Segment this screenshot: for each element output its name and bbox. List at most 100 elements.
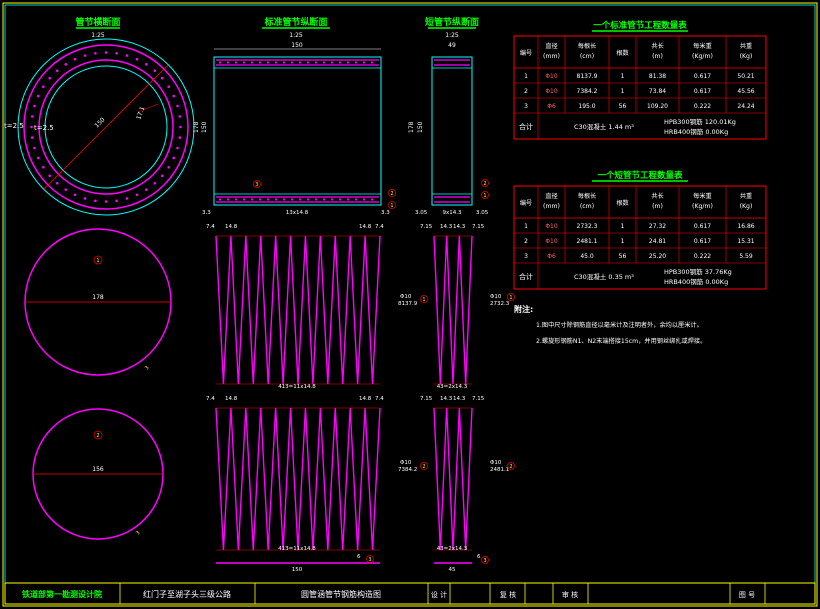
section-dot: [282, 198, 286, 201]
short-h1: 178: [408, 121, 415, 133]
standard-table-header: (Kg/m): [692, 53, 713, 60]
rebar-dot: [30, 136, 34, 139]
spiral-n2-short: [433, 407, 473, 551]
short2-callout-d: Φ10: [490, 460, 502, 466]
rebar-dot: [144, 188, 148, 191]
standard-marker-3-text: 3: [255, 182, 258, 188]
rebar-dot: [167, 85, 170, 89]
standard-table-concrete: C30混凝土 1.44 m³: [574, 122, 634, 131]
section-dot: [274, 61, 278, 64]
spiral-n2-standard: [215, 407, 381, 551]
spiral-n1-dim-right2: 14.8: [359, 224, 372, 230]
standard-table-total-label: 合计: [519, 122, 533, 131]
short1-marker: [507, 293, 515, 301]
short2-dim-right: 7.15: [472, 396, 485, 402]
section-dot: [274, 198, 278, 201]
standard-table-cell: 24.24: [737, 103, 754, 110]
short-section-title: 短管节纵断面: [425, 16, 479, 28]
short-table-header: 每米重: [693, 192, 712, 200]
section-dot: [266, 61, 270, 64]
standard-h2: 150: [201, 121, 208, 133]
standard-left-bottom: 3.3: [202, 210, 211, 216]
standard-top-dim: 150: [291, 42, 303, 49]
section-dot: [250, 61, 254, 64]
short1-dim-bottom: 43=2x14.3: [437, 384, 468, 390]
short1-dim-right: 7.15: [472, 224, 485, 230]
standard-table-cell: 1: [621, 88, 625, 95]
standard-table-header: (mm): [543, 53, 560, 60]
standard-table-frame: [513, 35, 767, 140]
bar-n3-short-marker-text: 3: [483, 558, 486, 564]
rebar-dot: [125, 54, 129, 57]
n2-marker-text: 2: [96, 433, 99, 439]
bar-n3-dim: 150: [292, 567, 303, 573]
rebar-dot: [42, 165, 45, 169]
rebar-dot: [115, 51, 118, 55]
standard-table-cell: 0.222: [694, 103, 711, 110]
standard-table-header: (Kg): [740, 53, 753, 60]
standard-table-cell: 1: [621, 73, 625, 80]
rebar-dot: [144, 63, 148, 66]
n1-marker-text: 1: [96, 258, 99, 264]
standard-marker-2-text: 2: [390, 191, 393, 197]
rebar-dot: [73, 193, 77, 197]
diameter-label: 150: [93, 116, 106, 129]
rebar-dot: [36, 156, 40, 160]
spiral-n2-callout-l: 7384.2: [398, 467, 417, 473]
standard-table-header: 共重: [740, 42, 752, 50]
standard-table-header: 根数: [616, 49, 629, 57]
rebar-dot: [179, 125, 182, 129]
short-table-cell: 56: [619, 253, 627, 260]
short-top-dim: 49: [448, 42, 456, 49]
standard-section-view: 标准管节纵断面 1:25 150 178 150 3.3 13x14.8 3.3…: [193, 16, 396, 216]
section-dot: [290, 198, 294, 201]
short2-dim-left: 7.15: [420, 396, 433, 402]
cross-section-scale: 1:25: [91, 32, 105, 39]
note-2: 2.螺旋形钢筋N1、N2末端搭接15cm，并用钢丝绑扎或焊接。: [536, 337, 706, 345]
section-dot: [218, 61, 222, 64]
rebar-dot: [33, 146, 36, 150]
standard-dots: [218, 61, 374, 201]
section-dot: [266, 198, 270, 201]
spiral-n1-callout-d: Φ10: [400, 294, 412, 300]
section-dot: [314, 198, 318, 201]
short-marker-1: [481, 191, 489, 199]
rebar-dot: [55, 182, 59, 185]
tb-check: 审 核: [562, 590, 578, 599]
short-table-cell: 2: [524, 238, 528, 245]
short-table-concrete: C30混凝土 0.35 m³: [574, 272, 634, 281]
rebar-dot: [172, 156, 176, 160]
rebar-dot: [94, 51, 97, 55]
rebar-dot: [125, 197, 129, 200]
spiral-n1-marker-text: 1: [422, 297, 425, 303]
section-dot: [362, 198, 366, 201]
short-table-cell: 15.31: [737, 238, 754, 245]
section-dot: [330, 198, 334, 201]
spiral-n1-dim-right: 7.4: [375, 224, 384, 230]
rebar-dot: [167, 165, 170, 169]
rebar-ring-inner: [38, 59, 174, 195]
short-table-title: 一个短管节工程数量表: [597, 170, 683, 181]
n1-tag: 3: [144, 365, 151, 371]
spiral-n1-dim-left: 7.4: [206, 224, 215, 230]
section-dot: [282, 61, 286, 64]
short1-callout-d: Φ10: [490, 294, 502, 300]
standard-marker-1: [388, 201, 396, 209]
rebar-dot: [64, 188, 68, 191]
short-table-frame: [513, 185, 767, 290]
rebar-dot: [55, 69, 59, 72]
bar-n3-marker: [366, 555, 374, 563]
rebar-dot: [178, 136, 182, 139]
short-table-cell: Φ10: [545, 238, 558, 245]
radius-label: 17.1: [135, 106, 146, 121]
rebar-dot: [135, 57, 139, 61]
spiral-n2-dim-bottom: 413=11x14.8: [278, 546, 316, 552]
standard-table-cell: Φ6: [547, 103, 556, 110]
diameter-line: [43, 64, 169, 190]
short-table-header: (mm): [543, 203, 560, 210]
short-right-bottom: 3.05: [476, 210, 489, 216]
rebar-dot: [115, 199, 118, 203]
standard-table-header: 每米重: [693, 42, 712, 50]
standard-table-cell: 3: [524, 103, 528, 110]
spiral-n2-dim-left2: 14.8: [225, 396, 238, 402]
